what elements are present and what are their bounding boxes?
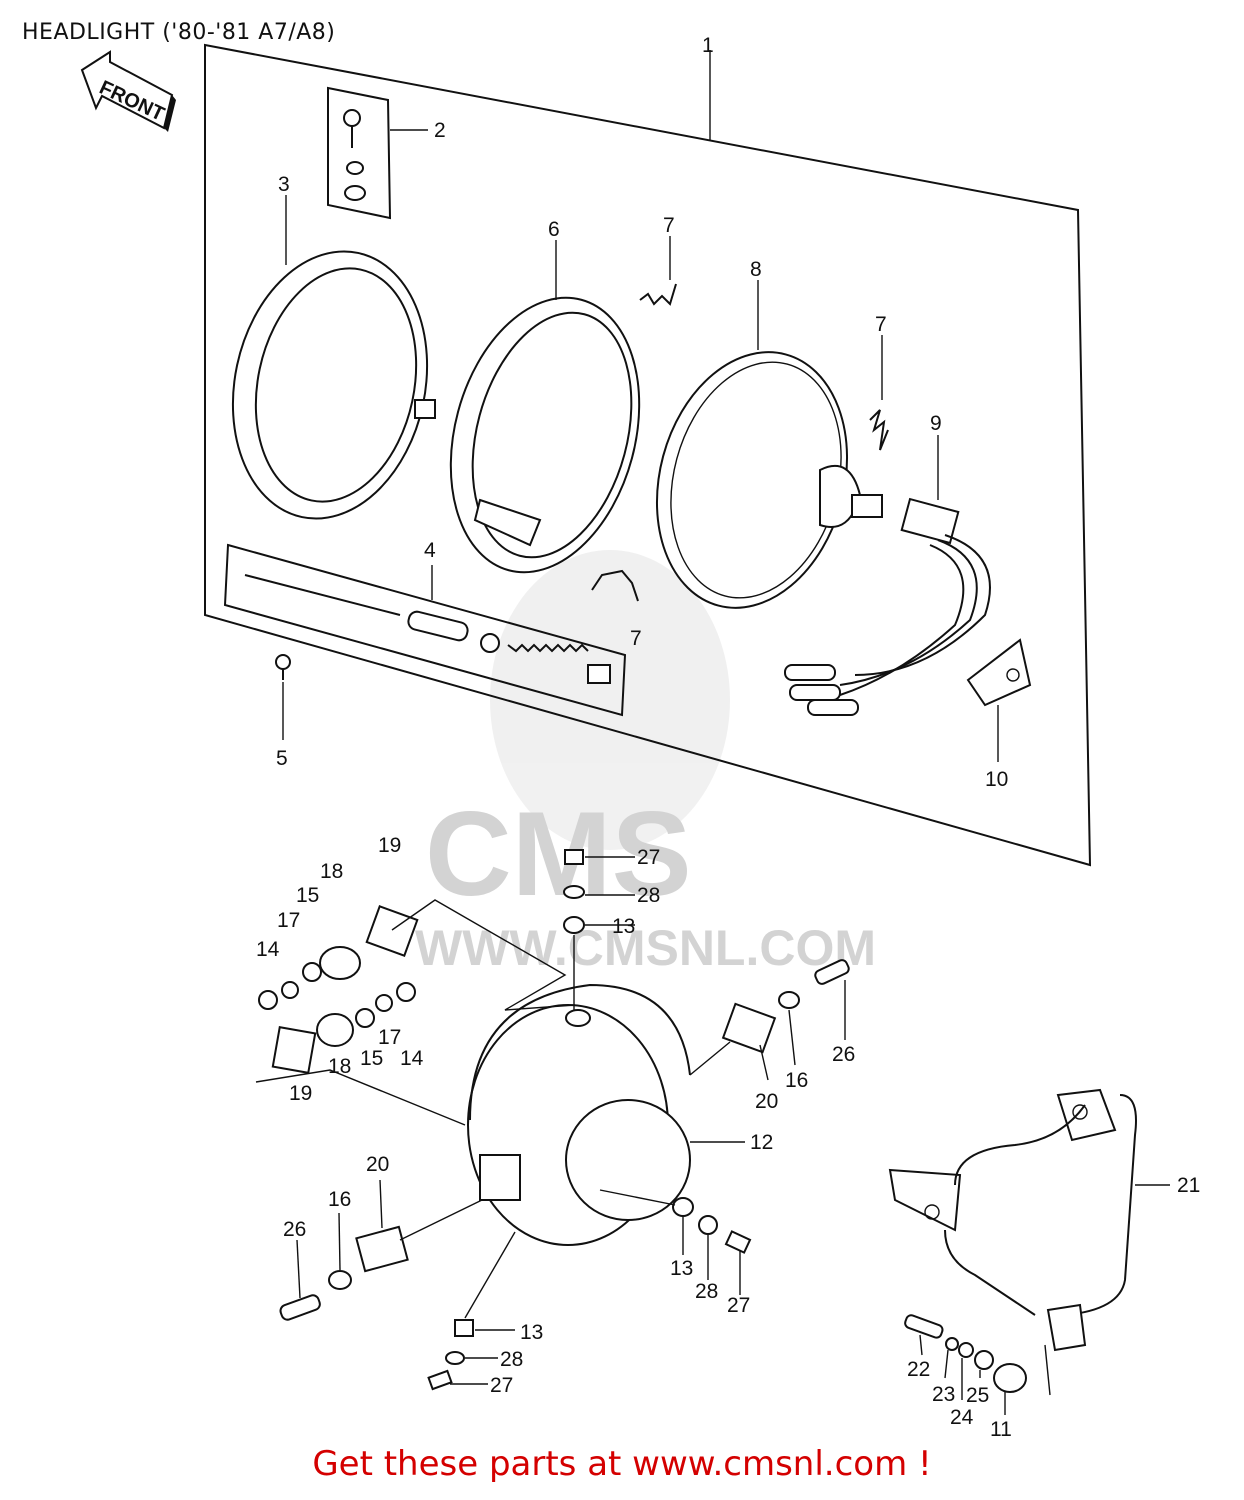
callout-18a: 18	[320, 860, 343, 883]
callout-13c: 13	[520, 1321, 543, 1344]
callout-21: 21	[1177, 1174, 1200, 1197]
callout-28c: 28	[500, 1348, 523, 1371]
page-title: HEADLIGHT ('80-'81 A7/A8)	[22, 20, 336, 45]
callout-10: 10	[985, 768, 1008, 791]
fastener-stack-bottom	[427, 1231, 516, 1391]
callout-16b: 16	[328, 1188, 351, 1211]
callout-24: 24	[950, 1406, 974, 1429]
part-9-socket	[784, 435, 991, 716]
callout-2: 2	[434, 119, 446, 142]
front-arrow-icon: FRONT	[80, 50, 176, 132]
callout-20b: 20	[366, 1153, 389, 1176]
fastener-stack-top	[563, 849, 635, 1010]
callout-18b: 18	[328, 1055, 351, 1078]
callout-14b: 14	[400, 1047, 424, 1070]
part-8-sealed-beam	[655, 280, 883, 609]
callout-11: 11	[990, 1418, 1012, 1440]
callout-28b: 28	[695, 1280, 718, 1303]
callout-16a: 16	[785, 1069, 808, 1092]
callout-15b: 15	[360, 1047, 383, 1070]
part-3-rim	[231, 195, 436, 520]
watermark: CMS WWW.CMSNL.COM	[415, 550, 876, 976]
part-4-adjuster-kit	[223, 543, 627, 717]
footer-cta-link[interactable]: Get these parts at www.cmsnl.com !	[312, 1444, 932, 1484]
parts-diagram: CMS WWW.CMSNL.COM FRONT	[80, 34, 1200, 1440]
callout-19b: 19	[289, 1082, 312, 1105]
panel-assembly	[204, 43, 1092, 867]
watermark-url: WWW.CMSNL.COM	[415, 920, 876, 976]
callout-1: 1	[702, 34, 714, 57]
callout-7a: 7	[663, 214, 675, 237]
callout-6: 6	[548, 218, 560, 241]
callout-13a: 13	[612, 915, 635, 938]
callout-17a: 17	[277, 909, 300, 932]
callout-28a: 28	[637, 884, 660, 907]
callout-27b: 27	[727, 1294, 750, 1317]
callout-15a: 15	[296, 884, 319, 907]
callout-13b: 13	[670, 1257, 693, 1280]
part-12-housing	[467, 983, 745, 1246]
callout-14a: 14	[256, 938, 280, 961]
callout-26b: 26	[283, 1218, 306, 1241]
part-21-bracket	[888, 1088, 1170, 1396]
callout-12: 12	[750, 1131, 773, 1154]
part-10-cover	[966, 638, 1032, 762]
callout-17b: 17	[378, 1026, 401, 1049]
part-2-screw-set	[327, 86, 428, 220]
callout-7b: 7	[875, 313, 887, 336]
callout-8: 8	[750, 258, 762, 281]
callout-9: 9	[930, 412, 942, 435]
callout-3: 3	[278, 173, 290, 196]
callout-4: 4	[424, 539, 436, 562]
callout-5: 5	[276, 747, 288, 770]
part-5-screw	[275, 654, 291, 740]
callout-27c: 27	[490, 1374, 513, 1397]
callout-19a: 19	[378, 834, 401, 857]
callout-7c: 7	[630, 627, 642, 650]
mount-group-right	[689, 959, 850, 1081]
fastener-stack-lower-right	[599, 1189, 752, 1295]
callout-26a: 26	[832, 1043, 855, 1066]
callout-23: 23	[932, 1383, 955, 1406]
callout-labels: 1 2 3 4 5 6 7 7 7 8 9 10 11 12 13 13 13 …	[256, 34, 1200, 1440]
mount-group-bottom-left	[279, 1179, 483, 1321]
callout-20a: 20	[755, 1090, 778, 1113]
callout-22: 22	[907, 1358, 930, 1381]
callout-25: 25	[966, 1384, 989, 1407]
watermark-brand: CMS	[425, 787, 692, 921]
mount-group-left	[255, 899, 576, 1126]
callout-27a: 27	[637, 846, 660, 869]
part-7-springs	[591, 236, 889, 602]
part-6-inner-rim	[449, 240, 641, 574]
hardware-group-lower-right	[904, 1314, 1027, 1415]
